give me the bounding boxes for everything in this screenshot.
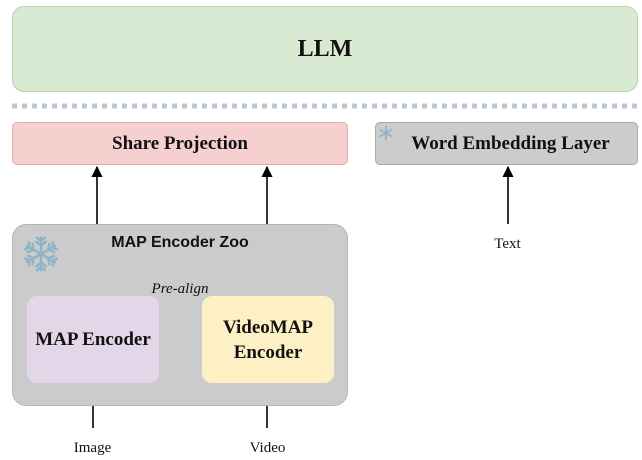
videomap-encoder-label-line1: VideoMAP xyxy=(222,316,314,338)
share-projection-box: Share Projection xyxy=(12,122,348,165)
share-projection-label: Share Projection xyxy=(112,132,248,154)
word-embedding-box: Word Embedding Layer xyxy=(375,122,638,165)
map-encoder-box: MAP Encoder xyxy=(27,296,159,383)
videomap-encoder-label-line2: Encoder xyxy=(233,341,303,363)
snowflake-icon xyxy=(379,125,393,141)
snowflake-icon xyxy=(23,236,59,272)
image-input-label: Image xyxy=(73,440,112,456)
encoder-zoo-title: MAP Encoder Zoo xyxy=(111,234,249,251)
word-embedding-label: Word Embedding Layer xyxy=(411,132,610,154)
pre-align-label: Pre-align xyxy=(151,281,209,297)
llm-box: LLM xyxy=(12,6,638,92)
map-encoder-label: MAP Encoder xyxy=(35,328,151,350)
text-input-label: Text xyxy=(494,236,521,252)
videomap-encoder-box: VideoMAP Encoder xyxy=(202,296,334,383)
video-input-label: Video xyxy=(249,440,286,456)
llm-label: LLM xyxy=(297,35,353,62)
